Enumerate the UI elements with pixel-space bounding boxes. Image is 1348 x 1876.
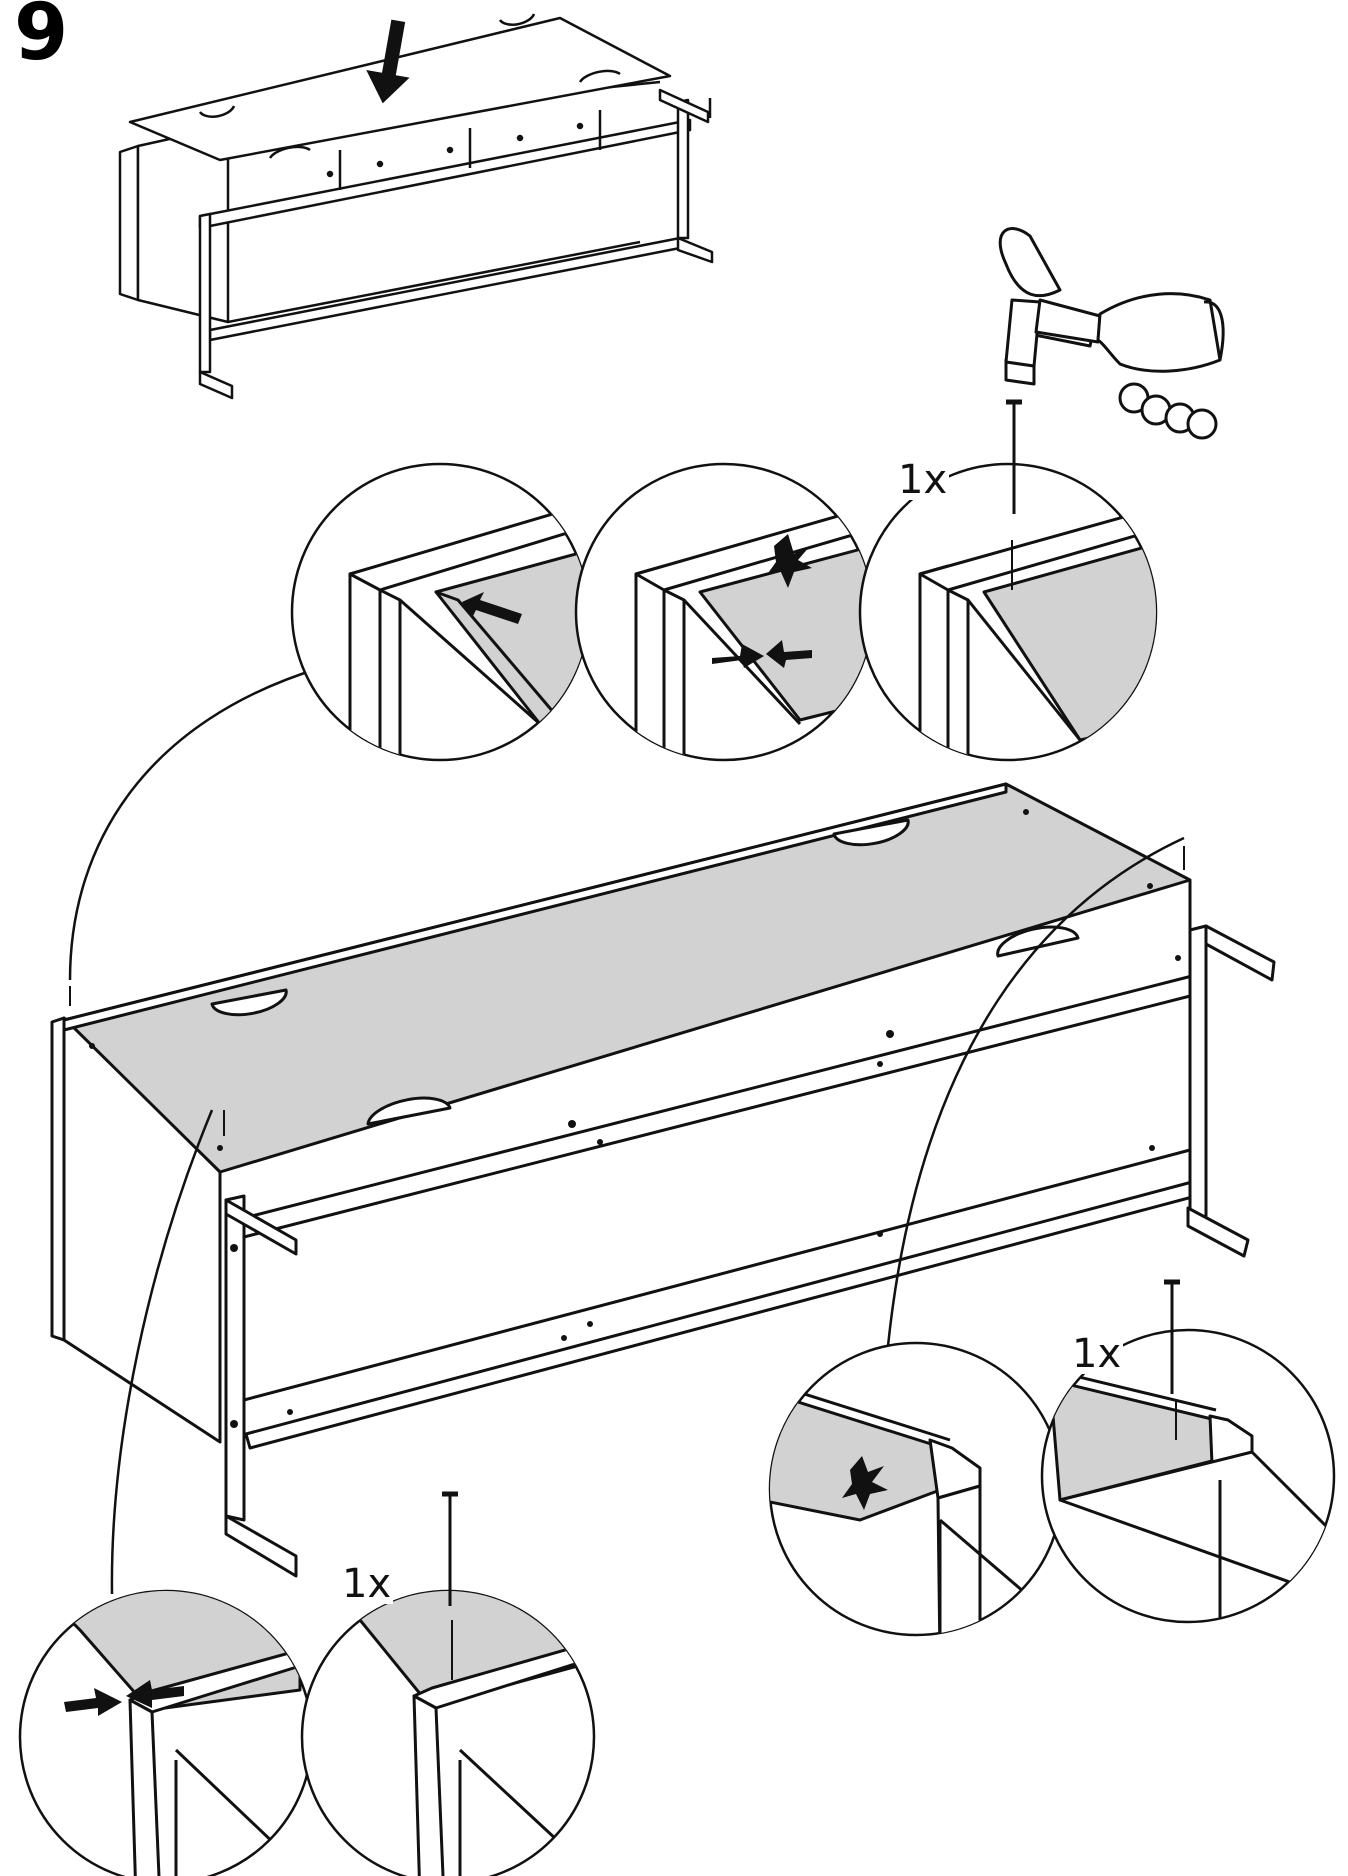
detail-align-bottom-left (18, 1589, 314, 1876)
detail-nail-top-right (858, 227, 1225, 762)
quantity-label-top: 1x (896, 457, 950, 503)
detail-slide-in (290, 462, 590, 762)
detail-nail-right (1040, 1279, 1336, 1624)
down-arrow-icon (366, 19, 410, 104)
overview-cabinet (118, 13, 714, 400)
press-arrows-icon (842, 1456, 888, 1510)
push-arrow-icon (462, 592, 522, 624)
nail-icon (1164, 1279, 1180, 1394)
main-cabinet (50, 782, 1276, 1578)
quantity-label-bottom-left: 1x (340, 1561, 394, 1607)
detail-align-right (768, 1341, 1064, 1637)
press-arrows-icon (712, 534, 812, 668)
nail-icon (1006, 399, 1022, 514)
quantity-label-right: 1x (1070, 1331, 1124, 1377)
step-number: 9 (14, 0, 69, 78)
callout-leaders (68, 666, 1185, 1595)
hammer-icon (998, 227, 1225, 440)
detail-align (574, 462, 874, 762)
press-arrows-icon (64, 1680, 184, 1716)
nail-icon (442, 1491, 458, 1606)
detail-nail-bottom-left (300, 1491, 596, 1876)
